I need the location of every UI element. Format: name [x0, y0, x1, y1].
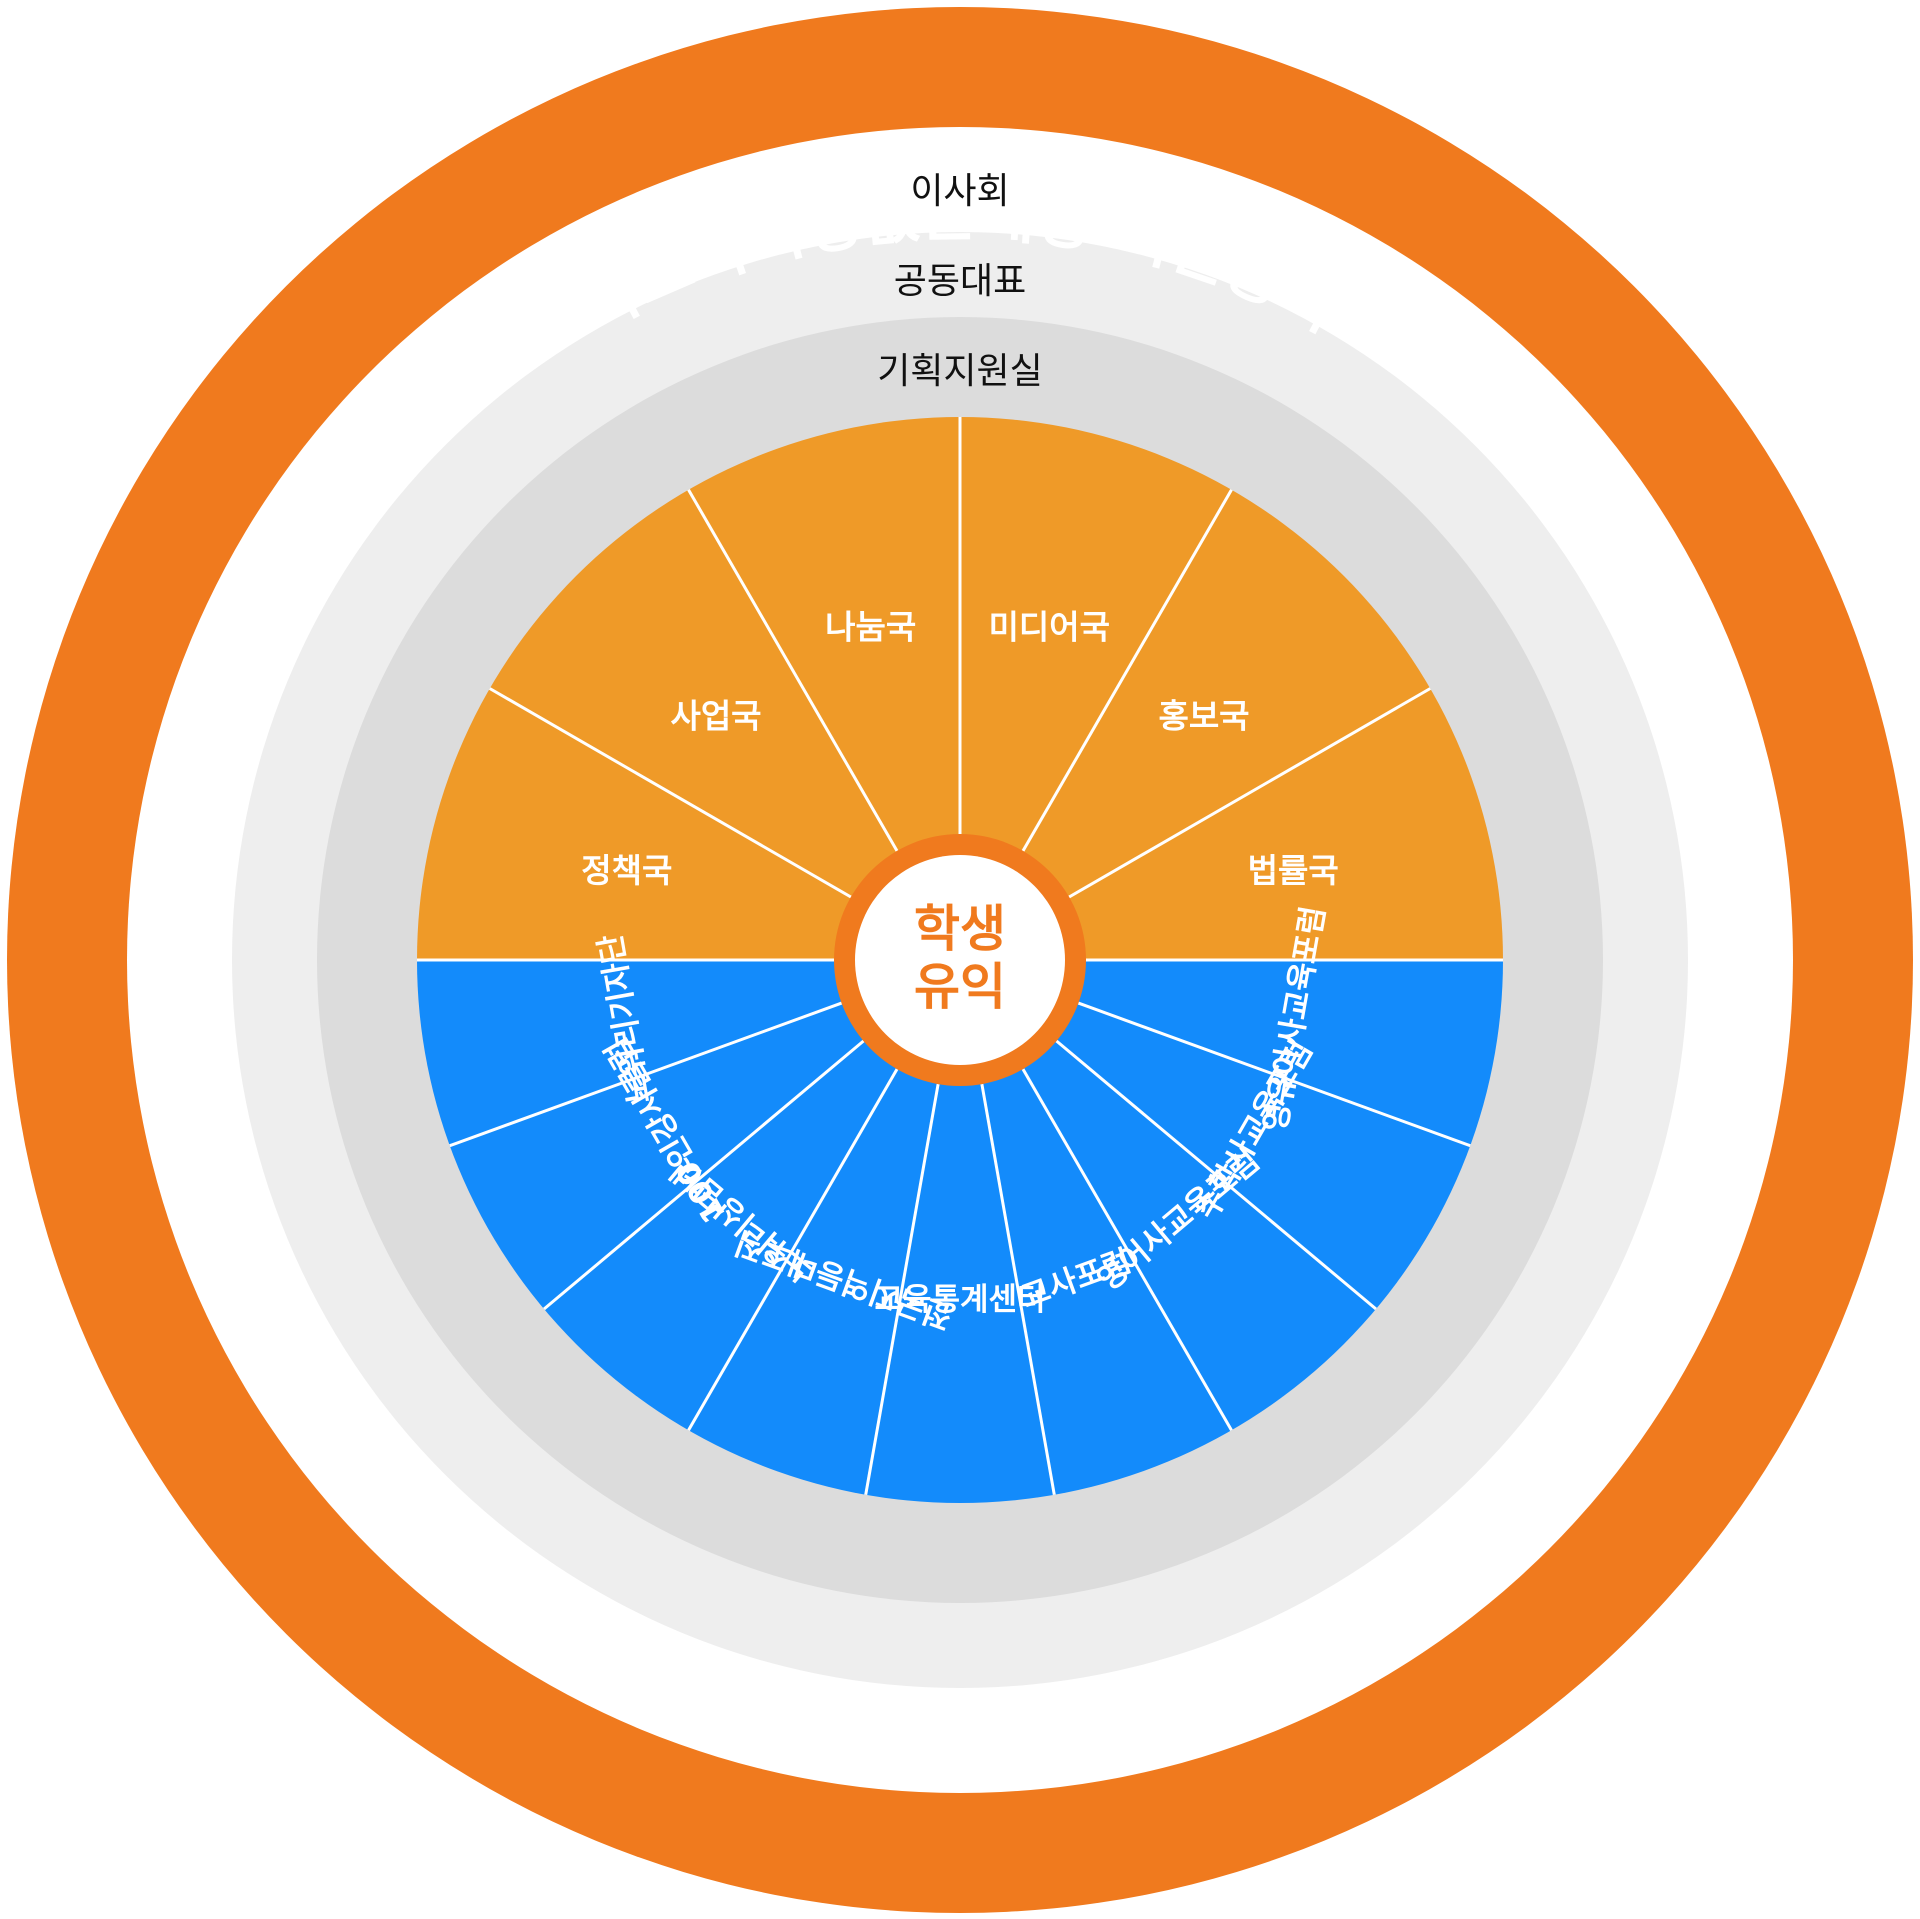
group-divider: [1021, 1068, 1233, 1432]
groups-half: [417, 960, 1503, 1503]
group-divider: [864, 1083, 940, 1496]
department-label: 법률국: [1248, 851, 1339, 890]
department-label: 나눔국: [825, 607, 916, 646]
group-divider: [543, 1039, 865, 1311]
department-label: 미디어국: [989, 607, 1110, 646]
planning-support-label: 기획지원실: [877, 351, 1043, 392]
department-divider: [488, 687, 852, 899]
department-divider: [1068, 687, 1432, 899]
center-disc: [855, 855, 1065, 1065]
group-label: 교육통계센터: [874, 1282, 1045, 1318]
department-label: 정책국: [581, 851, 672, 890]
department-label: 홍보국: [1158, 697, 1249, 736]
department-divider: [1021, 488, 1233, 852]
co-representatives-label: 공동대표: [894, 261, 1026, 302]
group-divider: [1077, 1001, 1471, 1148]
group-divider: [449, 1001, 843, 1148]
center-label-line2: 유익: [914, 958, 1006, 1016]
department-label: 사업국: [670, 697, 761, 736]
department-divider: [687, 488, 899, 852]
board-label: 이사회: [910, 171, 1009, 212]
group-divider: [1055, 1039, 1377, 1311]
group-divider: [687, 1068, 899, 1432]
center-label-line1: 학생: [914, 900, 1006, 958]
group-divider: [980, 1083, 1056, 1496]
